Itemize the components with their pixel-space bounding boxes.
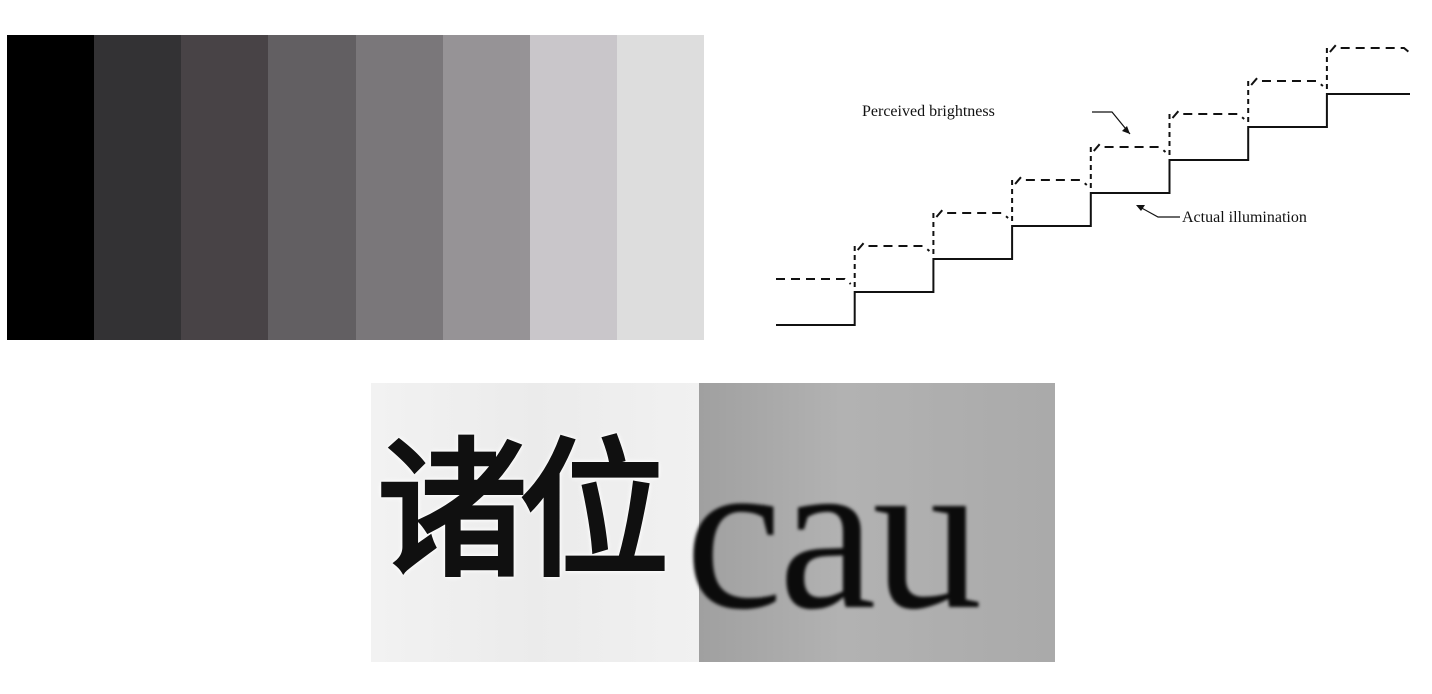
mach-band-staircase-diagram: Perceived brightness Actual illumination: [776, 43, 1411, 326]
actual-illumination-steps: [776, 93, 1410, 326]
perceived-brightness-steps: [776, 43, 1411, 287]
perceived-step-1: [776, 278, 852, 285]
gray-scale-bands: [7, 35, 704, 340]
text-photo-crop: 诸位 cau: [371, 383, 1055, 662]
gray-band-3: [181, 35, 269, 340]
cjk-text: 诸位: [377, 425, 669, 599]
actual-illumination-label: Actual illumination: [1182, 209, 1307, 226]
latin-text-panel: cau: [685, 383, 1055, 662]
latin-text: cau: [685, 411, 982, 655]
perceived-label-leader: [1092, 111, 1131, 135]
actual-label-leader: [1137, 205, 1180, 218]
gray-band-5: [355, 35, 443, 340]
gray-band-2: [94, 35, 182, 340]
gray-band-1: [7, 35, 95, 340]
perceived-step-8: [1329, 43, 1411, 54]
perceived-step-4: [1014, 175, 1088, 186]
perceived-step-3: [935, 208, 1009, 219]
actual-illumination-line: [776, 93, 1410, 326]
gray-band-4: [268, 35, 356, 340]
gray-band-7: [529, 35, 617, 340]
cjk-text-panel: 诸位: [371, 383, 699, 662]
actual-arrow-icon: [1136, 205, 1145, 211]
perceived-step-5: [1093, 142, 1167, 153]
perceived-step-7: [1250, 76, 1324, 87]
perceived-step-6: [1171, 109, 1245, 120]
perceived-step-2: [856, 241, 931, 252]
gray-band-8: [616, 35, 704, 340]
perceived-arrow-icon: [1122, 126, 1130, 134]
perceived-brightness-label: Perceived brightness: [862, 103, 995, 120]
gray-band-6: [442, 35, 530, 340]
